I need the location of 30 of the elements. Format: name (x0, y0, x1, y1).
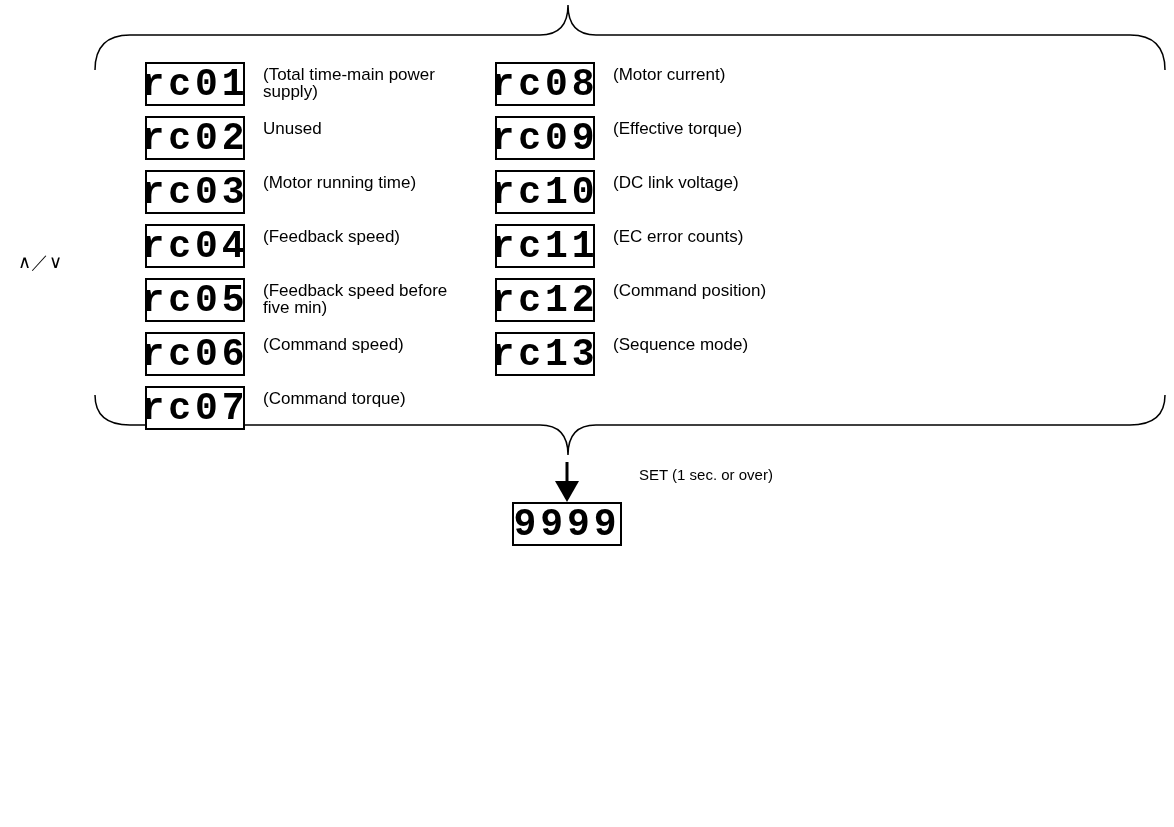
display-description: (Command torque) (263, 390, 407, 407)
segment-display: rc04 (145, 224, 245, 268)
segment-display: rc08 (495, 62, 595, 106)
segment-display: rc13 (495, 332, 595, 376)
display-description: (Command speed) (263, 336, 405, 353)
key-label: ∧／∨ (18, 251, 62, 274)
display-description: (Motor current) (613, 66, 727, 83)
segment-display: rc07 (145, 386, 245, 430)
display-description: (Motor running time) (263, 174, 418, 191)
segment-display: rc11 (495, 224, 595, 268)
display-description: (Sequence mode) (613, 336, 750, 353)
segment-display: rc09 (495, 116, 595, 160)
segment-display: rc10 (495, 170, 595, 214)
segment-display: rc12 (495, 278, 595, 322)
arrow (555, 462, 579, 502)
edge-label: SET (1 sec. or over) (639, 466, 773, 483)
display-description: (Feedback speed) (263, 228, 402, 245)
segment-display: rc06 (145, 332, 245, 376)
segment-display: rc03 (145, 170, 245, 214)
display-description: (DC link voltage) (613, 174, 740, 191)
segment-display: 9999 (512, 502, 622, 546)
display-description: Unused (263, 120, 323, 137)
segment-display: rc05 (145, 278, 245, 322)
display-description: (EC error counts) (613, 228, 745, 245)
display-description: (Total time-main power supply) (263, 66, 436, 100)
segment-display: rc02 (145, 116, 245, 160)
display-description: (Feedback speed before five min) (263, 282, 449, 316)
display-description: (Command position) (613, 282, 768, 299)
display-description: (Effective torque) (613, 120, 744, 137)
segment-display: rc01 (145, 62, 245, 106)
